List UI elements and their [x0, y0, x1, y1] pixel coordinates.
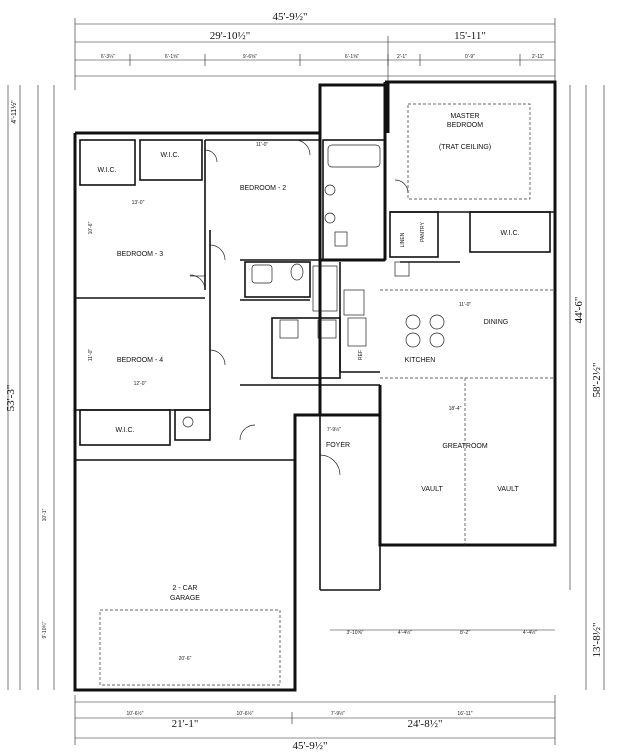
- master-bedroom-label-2: BEDROOM: [447, 122, 483, 129]
- porch-seg-3: 8'-2": [460, 630, 470, 636]
- porch-seg-2: 4'-4½": [398, 629, 412, 636]
- foyer-width: 7'-9½": [327, 426, 341, 433]
- ceiling-lines: [99, 103, 555, 686]
- garage-label-1: 2 - CAR: [173, 585, 198, 592]
- vault-left-label: VAULT: [421, 486, 443, 493]
- bottom-seg-4: 16'-11": [457, 711, 472, 717]
- bedroom-4-label: BEDROOM - 4: [117, 357, 163, 364]
- linen-label: LINEN: [400, 232, 406, 247]
- master-bedroom-label: MASTER: [450, 113, 479, 120]
- greatroom-label: GREATROOM: [442, 443, 488, 450]
- bottom-seg-1: 10'-6½": [127, 710, 144, 717]
- garage-label-2: GARAGE: [170, 595, 200, 602]
- bedroom-3-label: BEDROOM - 3: [117, 251, 163, 258]
- bottom-right-width: 24'-8½": [408, 718, 443, 730]
- bottom-seg-3: 7'-9½": [331, 710, 345, 717]
- bottom-left-width: 21'-1": [172, 718, 199, 730]
- fixtures: [182, 144, 445, 428]
- bed2-width: 11'-0": [256, 142, 269, 148]
- top-seg-4: 6'-1⅝": [345, 54, 359, 60]
- door-swings: [189, 139, 409, 476]
- top-seg-1: 6'-3¼": [101, 54, 115, 60]
- bed3-depth: 10'-6": [88, 221, 94, 234]
- great-width: 18'-4": [449, 406, 462, 412]
- left-garage-2: 9'-10¾": [42, 621, 48, 638]
- top-seg-6: 0'-9": [465, 54, 475, 60]
- overall-depth-left: 53'-3": [5, 385, 17, 412]
- pantry-label: PANTRY: [420, 221, 426, 241]
- bottom-dimensions: 10'-6½" 10'-6½" 7'-9½" 16'-11" 21'-1" 24…: [74, 629, 556, 752]
- ref-label: REF: [358, 350, 364, 360]
- wic-2-label: W.I.C.: [160, 152, 179, 159]
- left-garage-1: 10'-1": [42, 508, 48, 521]
- room-labels: MASTER BEDROOM (TRAT CEILING) BEDROOM - …: [97, 113, 519, 602]
- kitchen-label: KITCHEN: [405, 357, 436, 364]
- dining-width: 11'-0": [459, 302, 472, 308]
- right-mid-depth: 44'-6": [573, 297, 585, 324]
- vault-right-label: VAULT: [497, 486, 519, 493]
- trat-ceiling-label: (TRAT CEILING): [439, 144, 491, 151]
- garage-width: 20'-6": [179, 656, 192, 662]
- top-dimensions: 45'-9½" 29'-10½" 15'-11" 6'-3¼" 6'-1⅝" 9…: [74, 11, 556, 90]
- bed4-width: 12'-0": [134, 381, 147, 387]
- overall-width-bottom: 45'-9½": [293, 740, 328, 752]
- dining-label: DINING: [484, 319, 509, 326]
- porch-seg-4: 4'-4½": [523, 629, 537, 636]
- bedroom-2-label: BEDROOM - 2: [240, 185, 286, 192]
- top-seg-3: 9'-6⅝": [243, 54, 257, 60]
- room-dimensions: 11'-0" 13'-0" 10'-6" 12'-0" 11'-0" 11'-0…: [88, 142, 471, 662]
- overall-width-top: 45'-9½": [273, 11, 308, 23]
- bed4-depth: 11'-0": [88, 349, 94, 362]
- right-dimensions: 58'-2½" 44'-6" 13'-8½": [569, 85, 605, 690]
- foyer-label: FOYER: [326, 442, 350, 449]
- wic-1-label: W.I.C.: [97, 167, 116, 174]
- porch-seg-1: 3'-10⅝": [347, 630, 364, 636]
- overall-depth-right: 58'-2½": [591, 363, 603, 398]
- bottom-seg-2: 10'-6½": [237, 710, 254, 717]
- top-seg-2: 6'-1⅝": [165, 54, 179, 60]
- wic-3-label: W.I.C.: [115, 427, 134, 434]
- left-dimensions: 53'-3" 4'-11½" 10'-1" 9'-10¾": [5, 85, 55, 690]
- top-seg-7: 2'-11": [532, 54, 545, 60]
- top-seg-5: 2'-1": [397, 54, 407, 60]
- right-low-depth: 13'-8½": [591, 623, 603, 658]
- exterior-walls: [73, 80, 557, 692]
- bed3-width: 13'-0": [132, 200, 145, 206]
- interior-walls: [75, 139, 555, 591]
- wic-4-label: W.I.C.: [500, 230, 519, 237]
- left-top-depth: 4'-11½": [10, 100, 18, 124]
- right-width-top: 15'-11": [454, 30, 486, 42]
- left-width-top: 29'-10½": [210, 30, 250, 42]
